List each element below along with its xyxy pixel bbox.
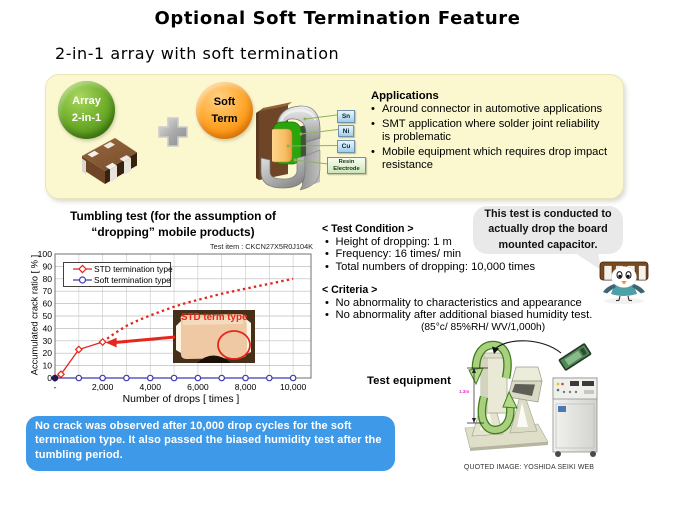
application-item: • SMT application where solder joint reli… [371, 118, 609, 144]
tumbling-test-chart: 0 10 20 30 40 50 60 70 80 90 100 - 2,000 4,000 6,000 8,… [38, 249, 312, 392]
svg-text:50: 50 [42, 311, 52, 321]
criteria-item: • No abnormality to characteristics and a… [322, 297, 622, 309]
applications-title: Applications [371, 90, 439, 102]
svg-text:100: 100 [38, 249, 53, 259]
application-item: • Mobile equipment which requires drop im… [371, 146, 609, 172]
legend-label: STD termination type [94, 263, 173, 274]
feature-panel [45, 74, 624, 199]
soft-badge-line2: Term [211, 112, 238, 125]
diamond-marker-icon [73, 264, 92, 274]
legend-label: Soft termination type [94, 275, 171, 286]
bullet-icon: • [371, 103, 375, 115]
quoted-image-caption: QUOTED IMAGE: YOSHIDA SEIKI WEB [463, 464, 595, 471]
criteria-heading: < Criteria > [322, 284, 378, 296]
legend-item: STD termination type [73, 263, 173, 274]
svg-text:30: 30 [42, 336, 52, 346]
bullet-icon: • [325, 260, 329, 273]
chart-title: Tumbling test (for the assumption of “dr… [70, 209, 276, 239]
chart-x-axis-label: Number of drops [ times ] [122, 394, 240, 405]
bullet-icon: • [325, 248, 329, 261]
condition-item-text: Frequency: 16 times/ min [335, 248, 462, 261]
criteria-item-text: No abnormality to characteristics and ap… [335, 297, 582, 309]
svg-text:6,000: 6,000 [187, 382, 209, 392]
svg-text:80: 80 [42, 274, 52, 284]
bullet-icon: • [371, 117, 375, 130]
criteria-item: • No abnormality after additional biased … [322, 309, 622, 321]
condition-item-text: Total numbers of dropping: 10,000 times [335, 260, 536, 273]
svg-text:10,000: 10,000 [280, 382, 307, 392]
condition-item: • Frequency: 16 times/ min [322, 248, 587, 260]
mascot-bird [599, 261, 649, 304]
legend-item: Soft termination type [73, 275, 171, 286]
application-item-text: Around connector in automotive applicati… [382, 103, 603, 115]
bullet-icon: • [325, 297, 329, 309]
bullet-icon: • [371, 145, 375, 158]
applications-block: Applications • Around connector in automo… [371, 90, 609, 174]
bullet-icon: • [325, 309, 329, 322]
dimension-label: 1.3m [459, 389, 470, 394]
speech-bubble: This test is conducted to actually drop … [473, 206, 623, 254]
criteria-note: (85°c/ 85%RH/ WV/1,000h) [421, 321, 546, 333]
svg-text:20: 20 [42, 348, 52, 358]
svg-text:40: 40 [42, 323, 52, 333]
svg-text:60: 60 [42, 299, 52, 309]
page-title: Optional Soft Termination Feature [154, 8, 521, 29]
svg-text:70: 70 [42, 286, 52, 296]
capacitor-structure-illustration [256, 102, 339, 191]
svg-text:90: 90 [42, 261, 52, 271]
criteria-block: < Criteria > • No abnormality to characte… [322, 284, 622, 334]
svg-text:-: - [54, 382, 57, 392]
application-item: • Around connector in automotive applicat… [371, 103, 609, 116]
condition-item: • Height of dropping: 1 m [322, 236, 587, 248]
soft-term-badge: Soft Term [196, 82, 253, 139]
inset-photo-label: STD term type [181, 312, 248, 323]
speech-bubble-tail [572, 251, 601, 270]
plus-icon [158, 117, 188, 147]
array-2in1-badge: Array 2-in-1 [58, 81, 115, 139]
test-equipment-image [464, 340, 598, 457]
criteria-item-text: No abnormality after additional biased h… [335, 309, 593, 322]
svg-text:8,000: 8,000 [235, 382, 257, 392]
circle-marker-icon [73, 276, 92, 284]
chip-array-illustration [81, 137, 138, 184]
subtitle: 2-in-1 array with soft termination [55, 44, 340, 63]
test-equipment-label: Test equipment [367, 375, 452, 387]
application-item-text: Mobile equipment which requires drop imp… [382, 145, 608, 171]
test-condition-heading: < Test Condition > [322, 223, 414, 235]
sn-layer-label: Sn [337, 110, 355, 123]
array-badge-line2: 2-in-1 [71, 112, 102, 124]
condition-item: • Total numbers of dropping: 10,000 times [322, 261, 587, 273]
cu-layer-label: Cu [337, 140, 355, 153]
svg-text:2,000: 2,000 [92, 382, 114, 392]
soft-badge-line1: Soft [213, 95, 236, 108]
ni-layer-label: Ni [338, 125, 354, 137]
condition-item-text: Height of dropping: 1 m [335, 236, 452, 248]
chart-test-item: Test item : CKCN27X5R0J104K [209, 242, 313, 251]
application-item-text: SMT application where solder joint relia… [382, 117, 600, 143]
bullet-icon: • [325, 236, 329, 248]
resin-electrode-label: Resin Electrode [327, 157, 366, 174]
svg-text:10: 10 [42, 361, 52, 371]
test-condition-block: < Test Condition > • Height of dropping: … [322, 223, 587, 273]
result-callout: No crack was observed after 10,000 drop … [26, 416, 395, 471]
svg-text:0: 0 [47, 373, 52, 383]
array-badge-line1: Array [72, 95, 101, 107]
svg-text:4,000: 4,000 [139, 382, 161, 392]
